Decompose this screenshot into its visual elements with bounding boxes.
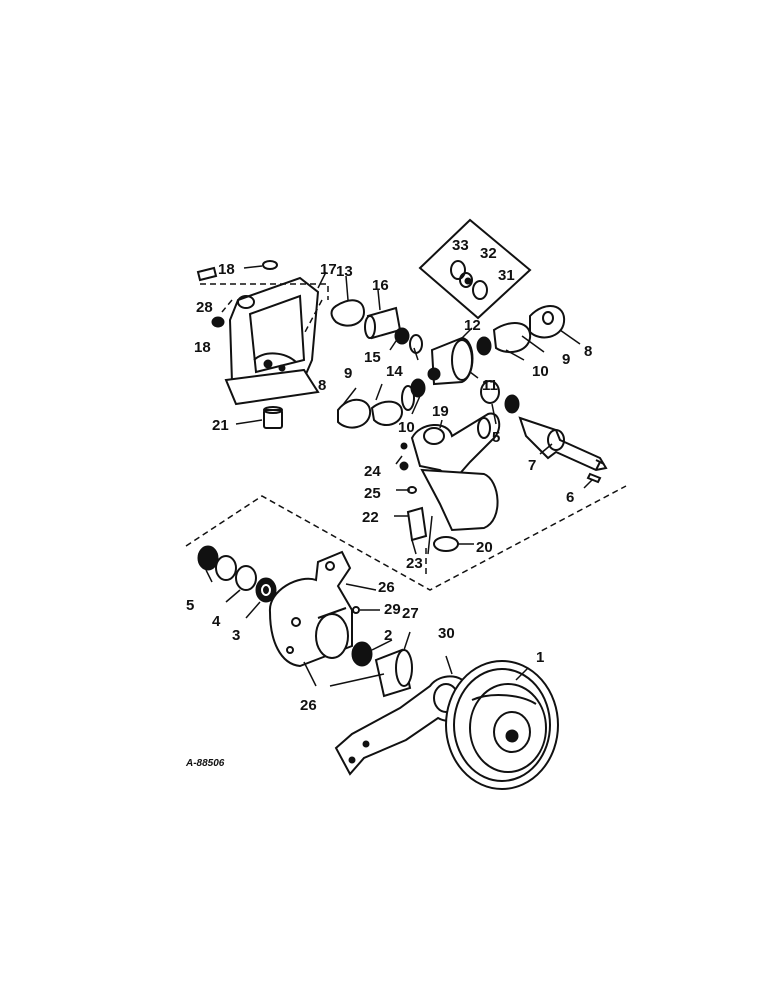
reference-code: A-88506 — [185, 758, 225, 769]
callout-30: 30 — [438, 625, 455, 642]
callout-22: 22 — [362, 509, 379, 526]
callout-7: 7 — [528, 457, 536, 474]
input-shaft — [518, 416, 608, 484]
callout-9-right: 9 — [562, 351, 570, 368]
housing-small-parts — [196, 260, 283, 429]
cup-5-lower — [215, 555, 237, 581]
inset-box-parts — [418, 218, 532, 320]
callout-27: 27 — [402, 605, 419, 622]
callout-12: 12 — [464, 317, 481, 334]
callout-5-upper: 5 — [492, 429, 500, 446]
pulley — [445, 660, 559, 790]
callout-2: 2 — [384, 627, 392, 644]
bearing-5-upper — [504, 394, 520, 414]
bearing-10-right — [476, 336, 492, 356]
callout-4: 4 — [212, 613, 221, 630]
callout-16: 16 — [372, 277, 389, 294]
lower-parts-group — [197, 545, 413, 698]
callout-18-side: 18 — [194, 339, 211, 356]
callout-17: 17 — [320, 261, 337, 278]
lower-bearing-set — [337, 378, 520, 429]
callouts: 1 2 3 4 5 5 6 7 8 8 9 9 10 10 11 12 13 1… — [186, 237, 592, 714]
callout-5-lower: 5 — [186, 597, 194, 614]
plug-18-top — [262, 260, 278, 270]
callout-18-top: 18 — [218, 261, 235, 278]
cup-14 — [409, 334, 423, 354]
bearing-3 — [255, 577, 277, 603]
gasket-8-left — [337, 399, 372, 429]
callout-28: 28 — [196, 299, 213, 316]
callout-21: 21 — [212, 417, 229, 434]
callout-13: 13 — [336, 263, 353, 280]
fitting-24 — [400, 442, 408, 450]
cup-5-upper — [480, 380, 500, 404]
callout-3: 3 — [232, 627, 240, 644]
snap-ring-13 — [330, 299, 366, 327]
callout-11: 11 — [482, 377, 498, 394]
callout-24: 24 — [364, 463, 381, 480]
bushing-21 — [263, 409, 283, 429]
key-6 — [586, 472, 602, 484]
callout-29: 29 — [384, 601, 401, 618]
gasket-8-right — [529, 305, 566, 339]
assembly-dashed-lines — [185, 283, 627, 591]
shim-9-right — [492, 322, 532, 354]
bushing-20 — [433, 536, 459, 552]
pin-22 — [406, 506, 428, 542]
callout-8-right: 8 — [584, 343, 592, 360]
callout-33: 33 — [452, 237, 469, 254]
callout-26-top: 26 — [378, 579, 395, 596]
callout-25: 25 — [364, 485, 381, 502]
shim-9-left — [370, 400, 404, 427]
callout-20: 20 — [476, 539, 493, 556]
bearing-10-left — [410, 378, 426, 398]
bearing-5-lower — [197, 545, 219, 571]
fitting-29 — [352, 606, 360, 614]
leader-lines — [205, 265, 593, 687]
yoke-gearcase — [399, 412, 501, 552]
plug-18-side — [211, 316, 225, 328]
callout-19: 19 — [432, 403, 449, 420]
callout-26-bottom: 26 — [300, 697, 317, 714]
pin-28 — [196, 266, 218, 282]
callout-9-left: 9 — [344, 365, 352, 382]
callout-14: 14 — [386, 363, 403, 380]
gear-housing — [224, 276, 320, 406]
seal-4 — [235, 565, 257, 591]
callout-32: 32 — [480, 245, 497, 262]
callout-15: 15 — [364, 349, 381, 366]
callout-1: 1 — [536, 649, 544, 666]
bearing-2 — [351, 641, 373, 667]
callout-10-left: 10 — [398, 419, 415, 436]
callout-8-left: 8 — [318, 377, 326, 394]
upper-bearing-set — [330, 299, 566, 386]
cup-10-left — [401, 385, 415, 411]
bearing-15 — [394, 327, 410, 345]
callout-23: 23 — [406, 555, 423, 572]
callout-10-right: 10 — [532, 363, 549, 380]
callout-31: 31 — [498, 267, 515, 284]
callout-6: 6 — [566, 489, 574, 506]
